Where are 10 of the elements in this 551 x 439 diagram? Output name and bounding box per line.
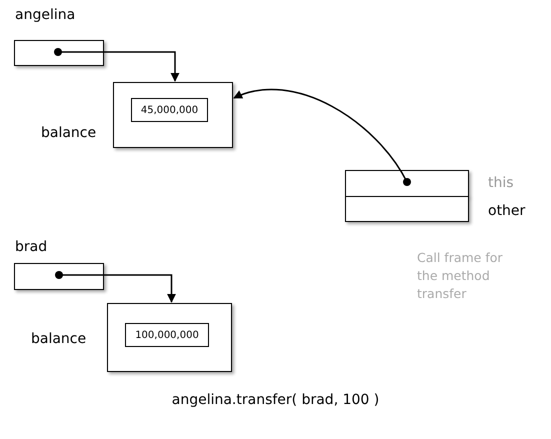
variable-name: balance bbox=[31, 331, 86, 347]
balance-field: 100,000,000 bbox=[125, 323, 209, 347]
method-call-code: angelina.transfer( brad, 100 ) bbox=[170, 392, 380, 408]
variable-name: other bbox=[488, 203, 526, 219]
variable-name: balance bbox=[41, 125, 96, 141]
variable-name: brad bbox=[15, 239, 48, 255]
frame-caption: Call frame for the method transfer bbox=[417, 249, 504, 303]
variable-name: angelina bbox=[15, 7, 76, 23]
balance-field: 45,000,000 bbox=[131, 98, 208, 122]
variable-name: this bbox=[488, 175, 514, 191]
